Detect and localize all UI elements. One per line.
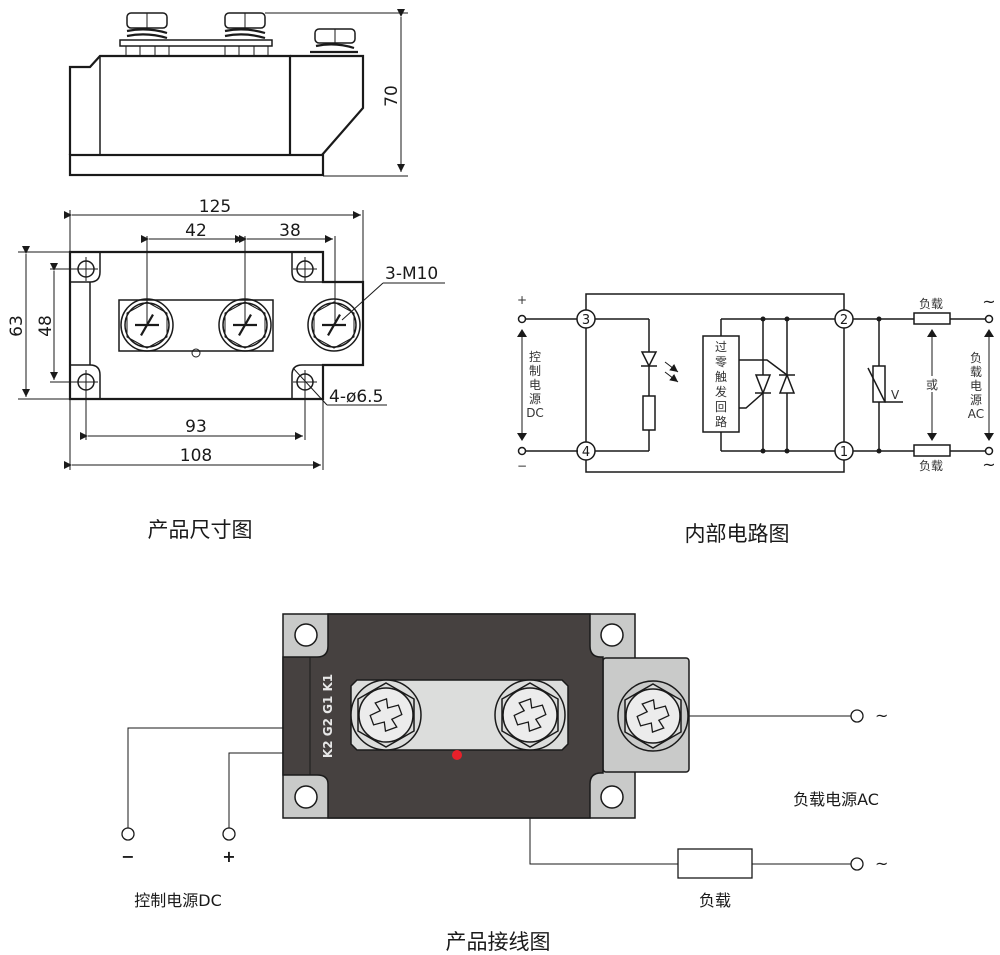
caption-internal-circuit: 内部电路图 (685, 522, 790, 546)
dim-hole-spacing-h: 93 (185, 417, 207, 437)
svg-text:源: 源 (529, 392, 541, 406)
caption-dimension-drawing: 产品尺寸图 (148, 518, 253, 542)
dc-terminal-minus[interactable] (121, 827, 135, 841)
top-view: 125 42 38 63 48 93 108 3-M10 4-ø6.5 (7, 197, 445, 470)
input-terminal-plus (517, 314, 527, 324)
led-icon (640, 351, 658, 368)
svg-text:AC: AC (968, 407, 984, 421)
ac-terminal-1[interactable] (850, 709, 864, 723)
svg-text:1: 1 (840, 445, 848, 460)
dc-terminal-plus[interactable] (222, 827, 236, 841)
terminal-screw-2[interactable] (494, 679, 566, 751)
callout-screws: 3-M10 (385, 264, 438, 284)
screw-3 (307, 298, 361, 352)
wiring-diagram: K2 G2 G1 K1 − + 控制电源DC ~ (121, 613, 888, 910)
mount-hole (600, 623, 624, 647)
minus-sign: − (517, 459, 527, 473)
dim-height: 70 (382, 85, 402, 107)
dim-base-length: 108 (180, 446, 212, 466)
svg-text:源: 源 (970, 393, 982, 407)
mount-hole (600, 785, 624, 809)
internal-circuit: + 3 4 − 控 制 电 源 DC 过 零 触 (517, 292, 996, 474)
dim-pitch-42: 42 (185, 221, 207, 241)
busbar-side (119, 39, 273, 47)
dim-overall-width: 63 (7, 315, 27, 337)
terminal-screw-1[interactable] (350, 679, 422, 751)
base-plate (68, 153, 325, 177)
scr-2-icon (778, 372, 796, 394)
tilde-1: ~ (875, 706, 888, 725)
svg-text:零: 零 (715, 355, 727, 369)
svg-text:2: 2 (840, 313, 848, 328)
dim-hole-spacing-v: 48 (36, 315, 56, 337)
gate-pin-labels: K2 G2 G1 K1 (321, 674, 335, 758)
svg-text:电: 电 (970, 379, 982, 393)
input-terminal-minus (517, 446, 527, 456)
svg-text:4: 4 (582, 445, 590, 460)
top-outline (68, 250, 365, 401)
ac-terminal-2[interactable] (850, 857, 864, 871)
body-left (68, 54, 292, 155)
nut-1 (126, 12, 168, 40)
wire-minus (127, 727, 283, 828)
svg-text:载: 载 (970, 365, 982, 379)
dim-pitch-38: 38 (279, 221, 301, 241)
mount-hole (294, 785, 318, 809)
svg-text:路: 路 (715, 414, 727, 429)
mount-hole (294, 623, 318, 647)
plus-label: + (222, 847, 235, 866)
indicator-led (452, 750, 462, 760)
zero-cross-trigger-block (702, 335, 740, 433)
trigger-block-label: 过 零 触 发 回 路 (715, 340, 727, 429)
control-source-label: 控 制 电 源 DC (526, 350, 544, 420)
control-source-dc-label: 控制电源DC (134, 891, 222, 910)
wire-plus (228, 752, 283, 828)
ac-terminal-bottom (984, 446, 994, 456)
svg-text:负: 负 (970, 351, 982, 365)
scr-1-icon (754, 374, 772, 396)
busbar-top (118, 299, 274, 352)
varistor-label: V (891, 388, 900, 402)
varistor-icon (872, 365, 886, 403)
minus-label: − (121, 847, 134, 866)
svg-text:控: 控 (529, 350, 541, 364)
load-resistor (677, 848, 753, 879)
svg-text:过: 过 (715, 340, 727, 354)
body-right-slope (290, 54, 365, 156)
ac-source-label: 负 载 电 源 AC (968, 351, 984, 421)
or-label: 或 (926, 378, 938, 392)
ssr-outline (585, 293, 845, 473)
dim-overall-length: 125 (199, 197, 231, 217)
mount-holes (74, 257, 317, 394)
nut-3 (310, 28, 358, 54)
load-top-label: 负载 (919, 297, 943, 311)
callout-holes: 4-ø6.5 (329, 387, 383, 407)
tilde-bottom: ~ (982, 455, 995, 474)
svg-text:回: 回 (715, 400, 727, 414)
load-top-icon (913, 312, 951, 325)
svg-text:触: 触 (715, 370, 727, 384)
tilde-top: ~ (982, 292, 995, 311)
caption-wiring-diagram: 产品接线图 (446, 930, 551, 954)
svg-text:发: 发 (715, 384, 727, 399)
load-source-ac-label: 负载电源AC (793, 790, 879, 809)
svg-text:3: 3 (582, 313, 590, 328)
svg-text:制: 制 (529, 364, 541, 378)
load-bottom-label: 负载 (919, 459, 943, 473)
ac-terminal-top (984, 314, 994, 324)
resistor-icon (642, 395, 656, 431)
svg-text:DC: DC (526, 406, 544, 420)
nut-2 (224, 12, 266, 40)
load-bottom-icon (913, 444, 951, 457)
terminal-screw-3[interactable] (617, 680, 689, 752)
svg-text:电: 电 (529, 378, 541, 392)
plus-sign: + (517, 293, 527, 307)
side-view: 70 (68, 9, 408, 177)
tilde-2: ~ (875, 854, 888, 873)
load-label: 负载 (699, 891, 731, 910)
